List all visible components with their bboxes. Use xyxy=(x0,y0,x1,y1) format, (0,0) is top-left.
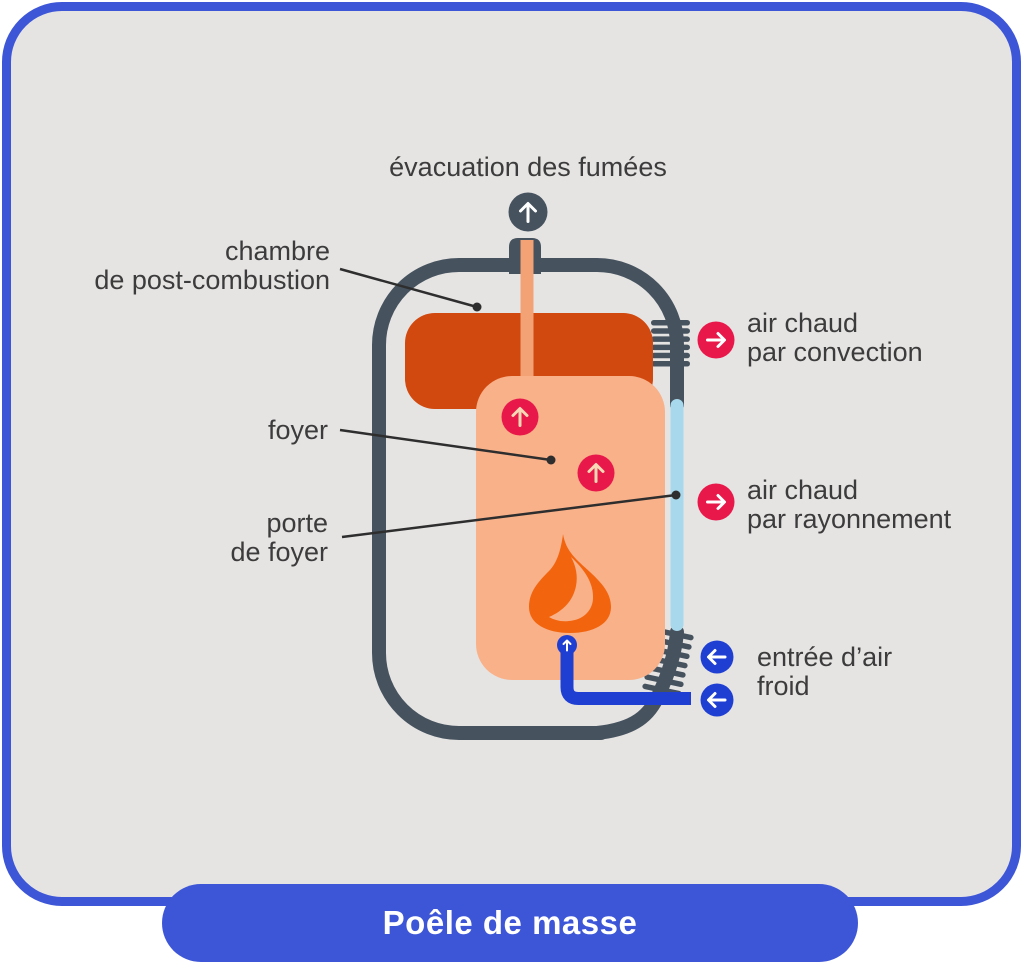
leader-line-foyer xyxy=(339,428,552,462)
label-porte-de-foyer: porte de foyer xyxy=(230,508,328,567)
hot-air-radiation-arrow-right-icon xyxy=(697,483,735,521)
convection-fins-icon xyxy=(651,320,690,367)
flame-icon xyxy=(529,534,611,633)
cold-air-feed-arrow-up-icon xyxy=(557,635,577,655)
cold-air-inlet-arrow-left-icon xyxy=(700,640,734,674)
glass-door-strip xyxy=(670,399,684,631)
diagram-title: Poêle de masse xyxy=(382,904,638,941)
title-banner: Poêle de masse xyxy=(162,884,858,962)
flue-pipe xyxy=(520,240,534,382)
label-entree-air-froid: entrée d’air froid xyxy=(757,642,893,701)
draft-arrow-up-icon xyxy=(501,398,539,436)
hot-air-convection-arrow-right-icon xyxy=(697,321,735,359)
foyer-box xyxy=(476,376,665,680)
leader-dot-porte xyxy=(671,490,681,500)
leader-dot-chambre xyxy=(472,302,482,312)
leader-dot-foyer xyxy=(546,455,556,465)
label-air-chaud-rayonnement: air chaud par rayonnement xyxy=(747,475,952,534)
draft-arrow-up-icon xyxy=(577,454,615,492)
cold-air-inlet-arrow-left-icon xyxy=(700,683,734,717)
leader-line-porte xyxy=(341,493,677,539)
leader-lines xyxy=(339,267,681,539)
stove-outline xyxy=(372,258,684,740)
label-chambre-post-combustion: chambre de post-combustion xyxy=(94,236,330,295)
label-air-chaud-convection: air chaud par convection xyxy=(747,308,923,367)
smoke-exit-arrow-up-icon xyxy=(508,192,548,232)
label-evacuation-fumees: évacuation des fumées xyxy=(389,152,667,182)
leader-line-chambre xyxy=(339,267,478,309)
cold-air-pipe xyxy=(560,649,691,705)
label-foyer: foyer xyxy=(267,415,328,445)
